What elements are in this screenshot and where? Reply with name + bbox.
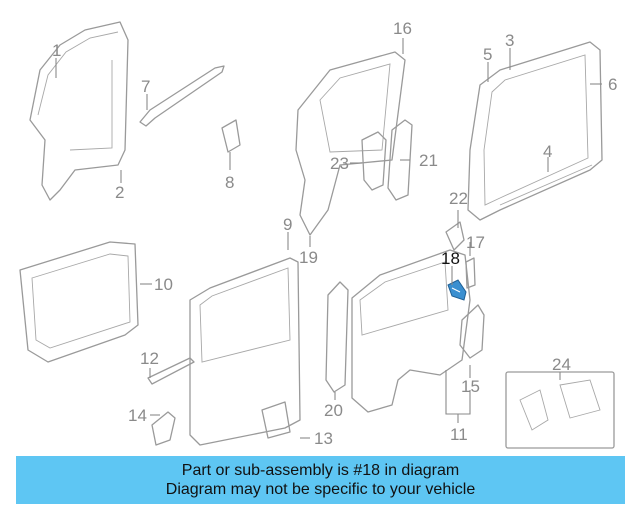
part-5-rear-body-side	[467, 41, 603, 221]
part-7-trim-strip	[139, 65, 225, 127]
callout-22: 22	[449, 189, 468, 208]
callout-7: 7	[141, 77, 150, 96]
callout-6: 6	[608, 75, 617, 94]
part-18-highlighted-bracket	[447, 279, 467, 301]
callout-9: 9	[283, 215, 292, 234]
callout-15: 15	[461, 377, 480, 396]
callout-17: 17	[466, 233, 485, 252]
callout-8: 8	[225, 173, 234, 192]
callout-3: 3	[505, 31, 514, 50]
callout-18: 18	[441, 249, 460, 268]
callout-2: 2	[115, 183, 124, 202]
callout-21: 21	[419, 151, 438, 170]
callout-19: 19	[299, 248, 318, 267]
callout-11: 11	[450, 425, 468, 444]
part-8-bracket	[221, 119, 241, 153]
part-23-pillar-reinforcement	[361, 131, 387, 191]
banner-line-1: Part or sub-assembly is #18 in diagram	[181, 462, 460, 479]
callout-5: 5	[483, 45, 492, 64]
part-10-side-panel	[19, 241, 139, 363]
part-21-pillar-reinforcement	[387, 119, 413, 201]
part-12-rail	[147, 357, 195, 385]
callout-23: 23	[330, 154, 349, 173]
callout-14: 14	[128, 406, 147, 425]
callout-labels: 1 2 3 4 5 6 7 8 9 10 11 12 13 14 15 16 1…	[52, 19, 617, 448]
part-1-front-pillar	[29, 21, 129, 201]
part-9-sliding-door-panel	[189, 257, 301, 446]
callout-12: 12	[140, 349, 159, 368]
banner-line-2: Diagram may not be specific to your vehi…	[165, 481, 476, 498]
callout-20: 20	[324, 401, 343, 420]
callout-24: 24	[552, 355, 571, 374]
callout-16: 16	[393, 19, 412, 38]
part-22-bracket	[445, 221, 465, 251]
part-19-center-pillar	[295, 51, 406, 236]
callout-1: 1	[52, 41, 61, 60]
part-20-pillar	[325, 281, 349, 393]
part-15-bracket	[459, 304, 485, 359]
part-17-bracket	[465, 257, 476, 289]
callout-4: 4	[543, 142, 552, 161]
part-13-cover	[261, 401, 291, 439]
callout-10: 10	[154, 275, 173, 294]
parts-diagram: 1 2 3 4 5 6 7 8 9 10 11 12 13 14 15 16 1…	[19, 19, 617, 449]
info-banner: Part or sub-assembly is #18 in diagram D…	[16, 456, 625, 504]
part-24-kit	[505, 371, 615, 449]
callout-13: 13	[314, 429, 333, 448]
part-11-quarter-panel	[351, 249, 471, 413]
part-14-bracket	[151, 411, 176, 446]
leader-lines	[55, 38, 602, 439]
